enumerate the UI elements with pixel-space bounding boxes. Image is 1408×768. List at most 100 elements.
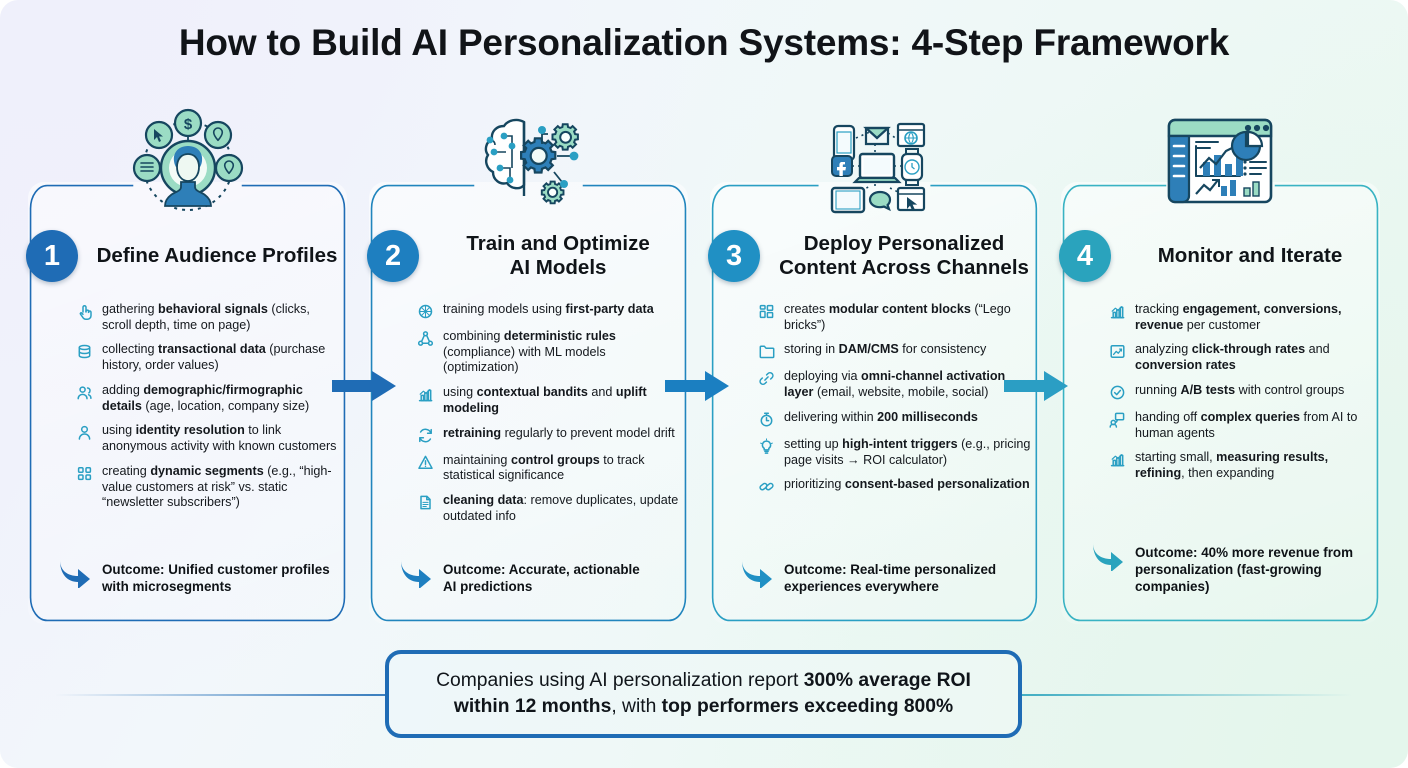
bullet-text: using identity resolution to link anonym…: [102, 423, 337, 454]
step-number-badge: 2: [367, 230, 420, 282]
step-number-badge: 1: [26, 230, 78, 282]
bullet-item: deploying via omni-channel activation la…: [758, 369, 1031, 400]
ai-brain-gears-icon: [464, 106, 594, 222]
bullet-item: collecting transactional data (purchase …: [76, 342, 339, 373]
bullet-item: tracking engagement, conversions, revenu…: [1109, 302, 1372, 333]
bullet-item: using identity resolution to link anonym…: [76, 423, 339, 454]
bullet-item: adding demographic/firmographic details …: [76, 383, 339, 414]
bullet-item: setting up high-intent triggers (e.g., p…: [758, 437, 1031, 468]
handoff-icon: [1109, 411, 1126, 428]
stopwatch-icon: [758, 411, 775, 428]
lightbulb-icon: [758, 438, 775, 455]
bullet-text: handing off complex queries from AI to h…: [1134, 409, 1358, 440]
step-bullet-list: gathering behavioral signals (clicks, sc…: [76, 302, 339, 520]
outcome-arrow-icon: [58, 558, 92, 589]
step-outcome: Outcome: Real-time personalized experien…: [740, 560, 1029, 596]
bullet-item: retraining regularly to prevent model dr…: [417, 426, 680, 444]
document-icon: [417, 494, 434, 511]
step-panel-1: [28, 182, 348, 624]
bullet-text: tracking engagement, conversions, revenu…: [1134, 302, 1342, 332]
bar-chart-up-icon: [1109, 303, 1126, 320]
roi-callout-text: Companies using AI personalization repor…: [436, 670, 971, 717]
link-icon: [758, 370, 775, 387]
bullet-item: starting small, measuring results, refin…: [1109, 450, 1372, 481]
line-chart-icon: [1109, 343, 1126, 360]
page-title: How to Build AI Personalization Systems:…: [178, 22, 1230, 63]
step-arrow-3-to-4: [1004, 369, 1070, 403]
bullet-item: delivering within 200 milliseconds: [758, 410, 1031, 428]
step-arrow-2-to-3: [665, 369, 731, 403]
bullet-text: analyzing click-through rates and conver…: [1134, 342, 1330, 373]
bullet-text: setting up high-intent triggers (e.g., p…: [784, 436, 1031, 467]
check-circle-icon: [1109, 384, 1126, 401]
neural-network-icon: [417, 303, 434, 320]
step-bullet-list: tracking engagement, conversions, revenu…: [1109, 302, 1372, 491]
multichannel-devices-icon: [810, 106, 940, 222]
bullet-item: prioritizing consent-based personalizati…: [758, 477, 1031, 495]
bullet-item: storing in DAM/CMS for consistency: [758, 342, 1031, 360]
bullet-text: combining deterministic rules (complianc…: [443, 329, 616, 375]
outcome-arrow-icon: [399, 558, 433, 589]
rules-hierarchy-icon: [417, 330, 434, 347]
bullet-item: using contextual bandits and uplift mode…: [417, 385, 680, 416]
bullet-text: training models using first-party data: [443, 302, 654, 316]
step-column-1: $ 1 Define Audience Profiles gathering beh…: [22, 104, 353, 624]
click-finger-icon: [76, 303, 93, 320]
svg-text:$: $: [183, 116, 192, 133]
step-outcome: Outcome: 40% more revenue from personali…: [1091, 543, 1370, 596]
bullet-text: creating dynamic segments (e.g., “high-v…: [102, 463, 332, 510]
outcome-arrow-icon: [740, 558, 774, 589]
bullet-text: delivering within 200 milliseconds: [784, 409, 978, 424]
outcome-text: Outcome: 40% more revenue from personali…: [1134, 545, 1354, 595]
bullet-item: training models using first-party data: [417, 302, 680, 320]
chain-link-icon: [758, 478, 775, 495]
bullet-item: creating dynamic segments (e.g., “high-v…: [76, 464, 339, 511]
bullet-text: cleaning data: remove duplicates, update…: [443, 493, 679, 523]
step-bullet-list: creates modular content blocks (“Lego br…: [758, 302, 1031, 504]
bullet-item: gathering behavioral signals (clicks, sc…: [76, 302, 339, 333]
bullet-text: using contextual bandits and uplift mode…: [443, 385, 647, 415]
analytics-dashboard-icon: [1155, 106, 1285, 222]
roi-callout-banner: Companies using AI personalization repor…: [385, 650, 1022, 738]
step-arrow-1-to-2: [332, 369, 398, 403]
refresh-cycle-icon: [417, 427, 434, 444]
step-number-badge: 3: [708, 230, 761, 282]
bullet-text: starting small, measuring results, refin…: [1134, 450, 1329, 481]
bar-chart-up-icon: [417, 386, 434, 403]
bullet-text: collecting transactional data (purchase …: [102, 342, 326, 373]
bullet-item: cleaning data: remove duplicates, update…: [417, 493, 680, 524]
bullet-item: maintaining control groups to track stat…: [417, 453, 680, 484]
user-icon: [76, 424, 93, 441]
bullet-item: handing off complex queries from AI to h…: [1109, 410, 1372, 441]
step-title: Define Audience Profiles: [96, 244, 338, 267]
users-group-icon: [76, 384, 93, 401]
steps-container: $ 1 Define Audience Profiles gathering beh…: [22, 104, 1386, 624]
bullet-text: gathering behavioral signals (clicks, sc…: [102, 302, 310, 332]
warning-triangle-icon: [417, 454, 434, 471]
bullet-text: prioritizing consent-based personalizati…: [784, 477, 1030, 492]
bullet-item: creates modular content blocks (“Lego br…: [758, 302, 1031, 333]
step-panel-2: [369, 182, 689, 624]
step-panel-3: [710, 182, 1039, 624]
outcome-text: Outcome: Unified customer profiles with …: [102, 562, 330, 595]
bullet-text: maintaining control groups to track stat…: [443, 452, 645, 483]
step-panel-4: [1060, 182, 1380, 624]
step-outcome: Outcome: Unified customer profiles with …: [58, 560, 337, 596]
bullet-text: retraining regularly to prevent model dr…: [443, 425, 675, 440]
segments-grid-icon: [76, 465, 93, 482]
bullet-item: analyzing click-through rates and conver…: [1109, 342, 1372, 373]
content-blocks-icon: [758, 303, 775, 320]
step-bullet-list: training models using first-party data co…: [417, 302, 680, 534]
connector-rail-left: [55, 694, 400, 696]
step-header-1: 1 Define Audience Profiles: [22, 230, 353, 282]
bullet-item: combining deterministic rules (complianc…: [417, 329, 680, 376]
connector-rail-right: [1008, 694, 1353, 696]
